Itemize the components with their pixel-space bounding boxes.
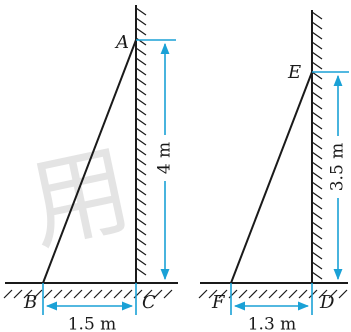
point-label-f: F	[211, 292, 226, 313]
figure-right: 3.5 m 1.3 m E F D	[198, 10, 349, 332]
point-label-b: B	[23, 292, 37, 313]
base-label-bc: 1.5 m	[68, 315, 117, 332]
point-label-e: E	[287, 62, 301, 83]
ladder-ab	[42, 39, 137, 284]
height-label-ac: 4 m	[155, 142, 175, 174]
wall-hatch-right	[311, 11, 323, 280]
watermark: 用	[19, 130, 141, 265]
base-label-fd: 1.3 m	[248, 315, 297, 332]
point-label-c: C	[142, 292, 156, 313]
height-label-ed: 3.5 m	[328, 143, 348, 192]
dimension-label-bg-ac	[157, 135, 173, 181]
ground-hatch-right	[198, 289, 348, 299]
figure-left: 4 m 1.5 m A B C	[3, 5, 178, 332]
point-label-a: A	[114, 32, 129, 53]
wall-hatch-left	[135, 7, 147, 276]
point-label-d: D	[319, 292, 335, 313]
ladder-ef	[230, 71, 313, 284]
dimension-label-bg-ed	[330, 136, 346, 198]
